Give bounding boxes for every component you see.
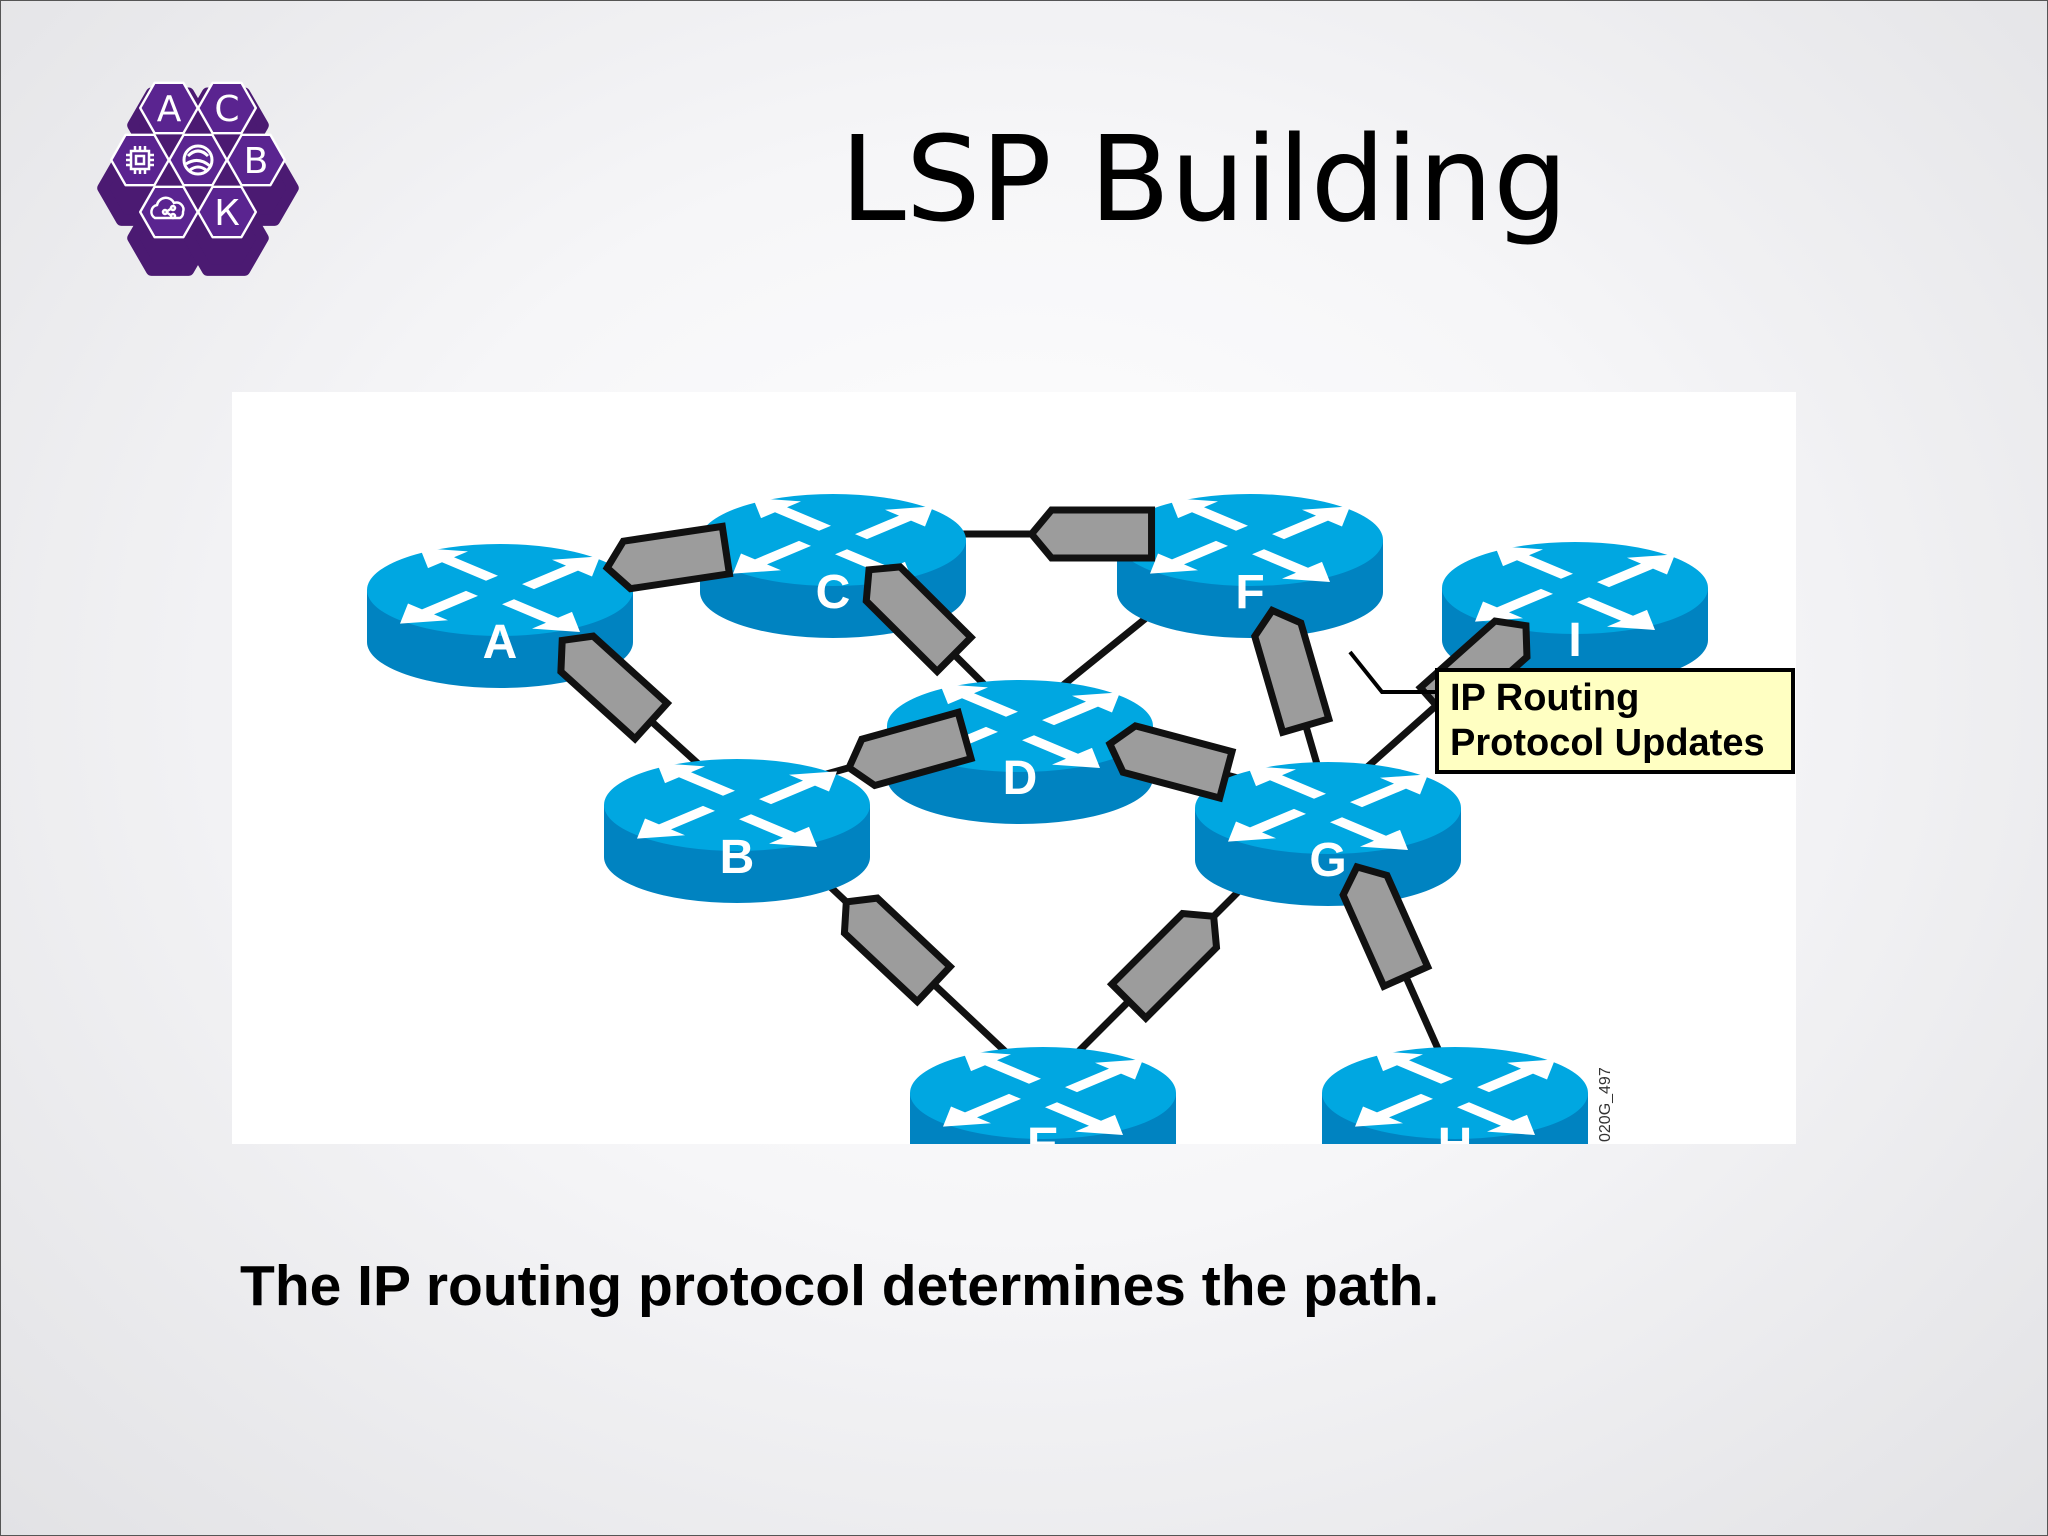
routing-update-packet (602, 522, 734, 593)
router-arrows-icon (943, 1051, 1143, 1135)
logo-letter-a: А (157, 89, 182, 130)
legend-line-1: IP Routing (1450, 677, 1639, 719)
router-arrows-icon (400, 548, 600, 632)
network-diagram: A B C D E F G H I IP Routing Protocol Updates 02… (367, 494, 1795, 1144)
routers-layer: A B C D E F G H I (367, 494, 1708, 1144)
router-arrows-icon (1228, 766, 1428, 850)
router-label-a: A (483, 616, 518, 669)
cloud-icon (150, 196, 185, 220)
router-g: G (1195, 762, 1461, 906)
router-arrows-icon (1150, 498, 1350, 582)
router-label-e: E (1027, 1119, 1059, 1144)
router-label-i: I (1568, 614, 1581, 667)
legend-leader-line (1348, 650, 1437, 694)
router-label-h: H (1438, 1119, 1473, 1144)
router-label-g: G (1309, 834, 1346, 887)
routing-update-packet (1339, 862, 1433, 991)
router-arrows-icon (637, 763, 837, 847)
routing-update-packet (1105, 722, 1237, 803)
slide-caption: The IP routing protocol determines the p… (240, 1254, 1440, 1318)
legend-line-2: Protocol Updates (1450, 722, 1765, 764)
router-b: B (604, 759, 870, 903)
logo-letter-k: К (214, 193, 240, 234)
routing-update-packet (1250, 606, 1334, 737)
router-arrows-icon (1355, 1051, 1555, 1135)
router-label-d: D (1003, 752, 1038, 805)
slide-title: LSP Building (840, 110, 1568, 248)
swirl-icon (182, 144, 214, 176)
routing-update-packet (1106, 909, 1221, 1024)
router-e: E (910, 1047, 1176, 1144)
routing-update-packet (840, 894, 956, 1007)
chip-icon (126, 146, 154, 174)
logo-letter-v: В (244, 141, 269, 182)
routing-update-packet (844, 708, 976, 790)
figure-code: 020G_497 (1597, 1067, 1614, 1142)
organization-logo: А С В К (97, 81, 299, 276)
router-label-b: B (720, 831, 755, 884)
router-arrows-icon (1475, 546, 1675, 630)
routing-update-packet (862, 563, 976, 677)
router-h: H (1322, 1047, 1588, 1144)
router-f: F (1117, 494, 1383, 638)
routing-update-packet (557, 632, 673, 744)
routing-update-packet (1026, 506, 1156, 562)
logo-letter-s: С (214, 89, 239, 130)
router-label-f: F (1235, 566, 1264, 619)
network-diagram-panel: A B C D E F G H I IP Routing Protocol Updates 02… (232, 392, 1796, 1144)
legend-callout: IP Routing Protocol Updates (1348, 650, 1795, 774)
router-label-c: C (816, 566, 851, 619)
legend-box (1435, 668, 1795, 774)
